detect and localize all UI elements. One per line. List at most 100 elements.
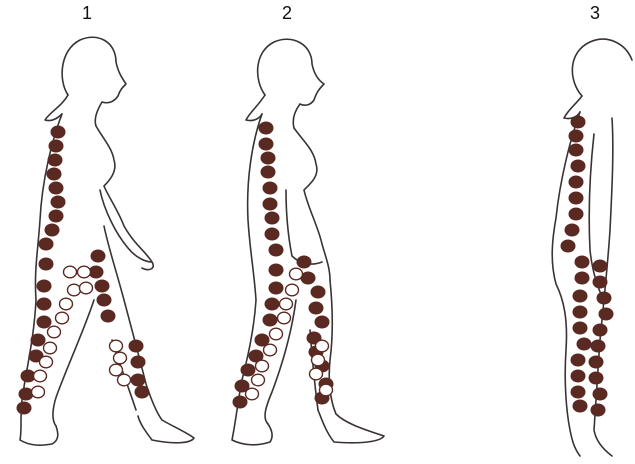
filled-marker-dot <box>261 152 276 165</box>
filled-marker-dot <box>591 404 606 417</box>
open-marker-dot <box>320 384 333 396</box>
filled-marker-dot <box>593 276 608 289</box>
open-marker-dot <box>270 328 283 340</box>
filled-marker-dot <box>593 324 608 337</box>
open-marker-dot <box>310 368 323 380</box>
filled-marker-dot <box>571 160 586 173</box>
filled-marker-dot <box>263 314 278 327</box>
filled-marker-dot <box>571 354 586 367</box>
open-marker-dot <box>68 284 81 296</box>
filled-marker-dot <box>589 356 604 369</box>
filled-marker-dot <box>259 138 274 151</box>
open-marker-dot <box>118 374 131 386</box>
filled-marker-dot <box>263 198 278 211</box>
filled-marker-dot <box>571 116 586 129</box>
filled-marker-dot <box>597 292 612 305</box>
filled-marker-dot <box>311 286 326 299</box>
filled-marker-dot <box>569 192 584 205</box>
filled-marker-dot <box>591 340 606 353</box>
figure-1-hair-back <box>45 95 68 121</box>
filled-marker-dot <box>135 386 150 399</box>
filled-marker-dot <box>571 370 586 383</box>
filled-marker-dot <box>573 306 588 319</box>
filled-marker-dot <box>561 240 576 253</box>
figure-2-head-hair <box>258 39 324 128</box>
filled-marker-dot <box>573 400 588 413</box>
filled-marker-dot <box>569 176 584 189</box>
filled-marker-dot <box>39 238 54 251</box>
filled-marker-dot <box>48 154 63 167</box>
open-marker-dot <box>56 312 69 324</box>
filled-marker-dot <box>593 388 608 401</box>
filled-marker-dot <box>575 256 590 269</box>
open-marker-dot <box>316 340 329 352</box>
filled-marker-dot <box>571 386 586 399</box>
filled-marker-dot <box>51 196 66 209</box>
filled-marker-dot <box>589 372 604 385</box>
filled-marker-dot <box>241 364 256 377</box>
filled-marker-dot <box>269 282 284 295</box>
filled-marker-dot <box>131 356 146 369</box>
filled-marker-dot <box>297 256 312 269</box>
filled-marker-dot <box>49 182 64 195</box>
filled-marker-dot <box>31 334 46 347</box>
filled-marker-dot <box>599 308 614 321</box>
filled-marker-dot <box>101 310 116 323</box>
open-marker-dot <box>60 298 73 310</box>
filled-marker-dot <box>261 166 276 179</box>
filled-marker-dot <box>569 130 584 143</box>
filled-marker-dot <box>97 294 112 307</box>
filled-marker-dot <box>265 298 280 311</box>
filled-marker-dot <box>269 244 284 257</box>
filled-marker-dot <box>37 298 52 311</box>
filled-marker-dot <box>573 290 588 303</box>
filled-marker-dot <box>49 210 64 223</box>
open-marker-dot <box>114 352 127 364</box>
open-marker-dot <box>280 298 293 310</box>
filled-marker-dot <box>265 212 280 225</box>
filled-marker-dot <box>259 122 274 135</box>
open-marker-dot <box>48 326 61 338</box>
filled-marker-dot <box>131 374 146 387</box>
figure-2-hair-back <box>246 95 265 121</box>
filled-marker-dot <box>575 272 590 285</box>
figure-1-head-hair <box>62 37 126 126</box>
filled-marker-dot <box>51 126 66 139</box>
filled-marker-dot <box>577 338 592 351</box>
filled-marker-dot <box>573 322 588 335</box>
filled-marker-dot <box>95 280 110 293</box>
open-marker-dot <box>252 374 265 386</box>
open-marker-dot <box>246 388 259 400</box>
open-marker-dot <box>278 312 291 324</box>
open-marker-dot <box>256 360 269 372</box>
filled-marker-dot <box>309 302 324 315</box>
open-marker-dot <box>290 268 303 280</box>
open-marker-dot <box>64 266 77 278</box>
filled-marker-dot <box>233 396 248 409</box>
open-marker-dot <box>110 364 123 376</box>
open-marker-dot <box>78 266 91 278</box>
open-marker-dot <box>312 354 325 366</box>
filled-marker-dot <box>565 224 580 237</box>
filled-marker-dot <box>49 140 64 153</box>
open-marker-dot <box>264 344 277 356</box>
filled-marker-dot <box>37 316 52 329</box>
open-marker-dot <box>32 386 45 398</box>
filled-marker-dot <box>315 316 330 329</box>
figure-3-arm <box>589 134 604 300</box>
figure-3-head-hair <box>572 39 632 96</box>
filled-marker-dot <box>569 208 584 221</box>
filled-marker-dot <box>91 250 106 263</box>
filled-marker-dot <box>47 168 62 181</box>
filled-marker-dot <box>17 402 32 415</box>
open-marker-dot <box>110 340 123 352</box>
filled-marker-dot <box>269 264 284 277</box>
figure-2-front-leg <box>318 280 384 443</box>
figure-1-front-torso <box>96 126 153 270</box>
filled-marker-dot <box>129 340 144 353</box>
filled-marker-dot <box>593 260 608 273</box>
filled-marker-dot <box>45 224 60 237</box>
open-marker-dot <box>286 284 299 296</box>
filled-marker-dot <box>39 258 54 271</box>
